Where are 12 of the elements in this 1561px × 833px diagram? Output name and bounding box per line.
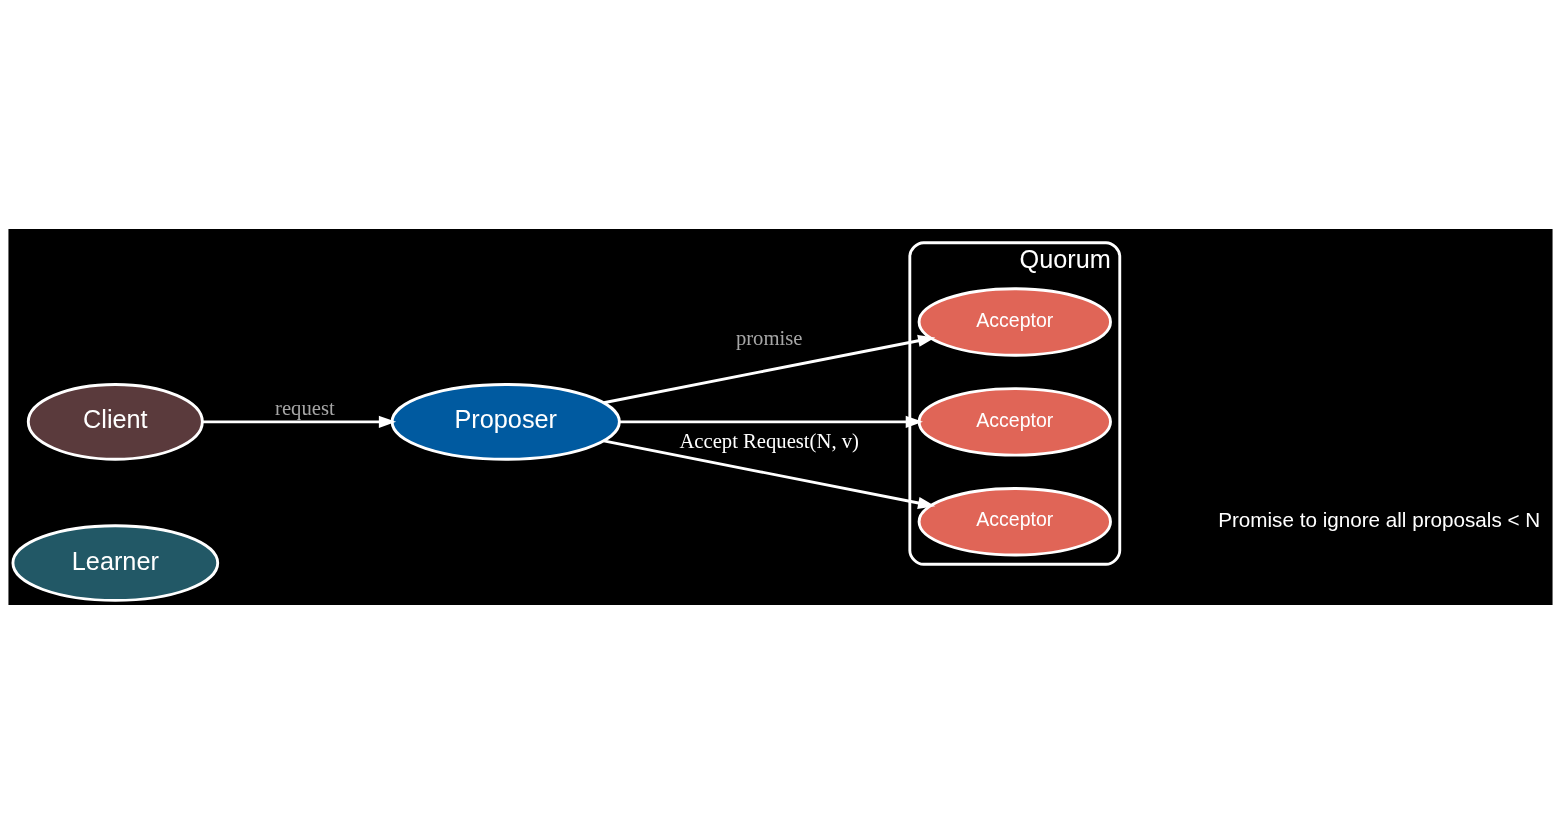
arrow (603, 334, 936, 404)
node-ellipse: Learner (11, 523, 220, 602)
edge-label: Accept Request(N, v) (679, 429, 859, 452)
edge-label: request (275, 396, 335, 419)
node-ellipse: Client (26, 382, 204, 461)
arrow (619, 415, 923, 428)
node-ellipse: Proposer (390, 382, 621, 461)
arrow (202, 415, 397, 428)
label: Promise to ignore all proposals < N (1218, 507, 1541, 531)
node-ellipse: Acceptor (917, 386, 1112, 457)
edge-label: promise (735, 326, 803, 349)
arrow (603, 439, 936, 509)
